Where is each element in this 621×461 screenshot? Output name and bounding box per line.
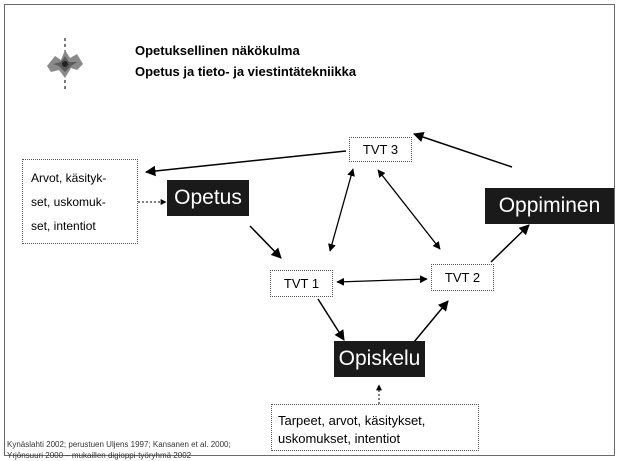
needs-box-line-1: Tarpeet, arvot, käsitykset, [278, 413, 426, 428]
arrow-tvt2-to-oppiminen [490, 224, 530, 263]
needs-box-line-2: uskomukset, intentiot [278, 431, 401, 446]
node-tvt2: TVT 2 [431, 264, 494, 291]
node-opetus: Opetus [167, 180, 249, 216]
title-line-1: Opetuksellinen näkökulma [135, 43, 300, 58]
citation-line-2: Yrjönsuuri 2000 – mukaillen digioppi-työ… [7, 451, 192, 460]
arrow-opetus-to-tvt1 [249, 225, 282, 259]
values-box-line-3: set, intentiot [31, 219, 96, 233]
node-oppiminen: Oppiminen [485, 188, 614, 224]
arrow-tvt1-to-opiskelu [317, 298, 345, 341]
values-box-line-1: Arvot, käsityk- [31, 171, 107, 185]
arrow-tvt1-tvt3 [328, 168, 355, 252]
values-box: Arvot, käsityk- set, uskomuk- set, inten… [22, 159, 138, 244]
arrow-opiskelu-to-tvt2 [413, 300, 449, 343]
values-box-line-2: set, uskomuk- [31, 195, 106, 209]
slide-frame [4, 4, 615, 456]
needs-box: Tarpeet, arvot, käsitykset, uskomukset, … [271, 404, 479, 451]
node-opiskelu: Opiskelu [334, 341, 425, 377]
arrow-tvt3-tvt2 [377, 169, 441, 250]
node-tvt1: TVT 1 [270, 270, 333, 297]
arrow-tvt3-to-values [144, 150, 347, 177]
title-line-2: Opetus ja tieto- ja viestintätekniikka [135, 64, 357, 79]
arrow-oppiminen-to-tvt3 [413, 132, 513, 168]
arrow-tvt1-tvt2 [336, 275, 428, 286]
university-logo-icon [47, 38, 83, 90]
node-tvt3: TVT 3 [349, 137, 412, 162]
citation-line-1: Kynäslahti 2002; perustuen Uljens 1997; … [7, 440, 231, 449]
